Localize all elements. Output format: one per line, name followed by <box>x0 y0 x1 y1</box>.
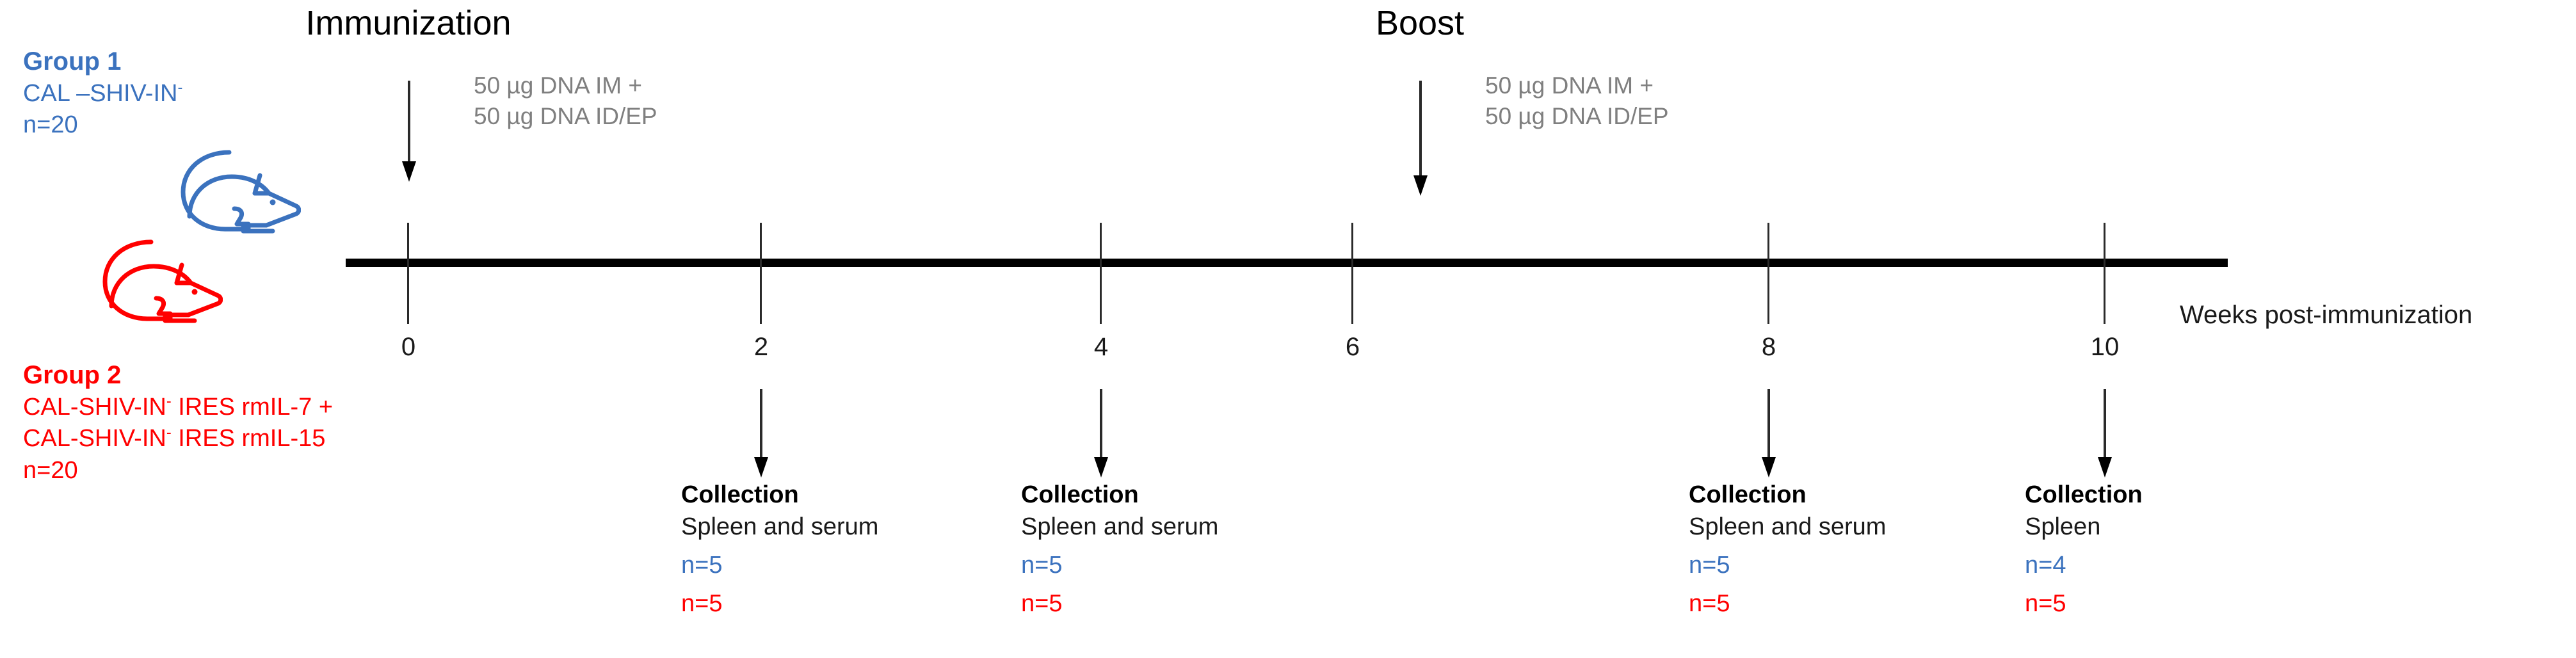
group-2-construct-2-superscript: - <box>166 424 172 441</box>
group-2-construct-1: CAL-SHIV-IN- IRES rmIL-7 + <box>23 392 333 423</box>
mouse-icon-group-1 <box>141 147 302 240</box>
arrow-collection-week-2 <box>753 389 769 482</box>
group-2-legend: Group 2 CAL-SHIV-IN- IRES rmIL-7 + CAL-S… <box>23 358 333 486</box>
arrow-boost <box>1412 81 1429 200</box>
collection-week-2-n-group-2: n=5 <box>681 590 723 618</box>
tick-mark-week-0 <box>407 223 409 324</box>
collection-week-2: Collection Spleen and serum n=5 n=5 <box>681 479 878 620</box>
collection-week-4: Collection Spleen and serum n=5 n=5 <box>1021 479 1218 620</box>
event-note-boost-line-1: 50 µg DNA IM + <box>1485 72 1654 99</box>
arrow-immunization <box>401 81 417 186</box>
collection-week-10-n-group-2: n=5 <box>2025 590 2066 618</box>
event-note-boost: 50 µg DNA IM + 50 µg DNA ID/EP <box>1485 70 1669 132</box>
tick-mark-week-6 <box>1351 223 1353 324</box>
tick-label-week-10: 10 <box>2090 333 2120 361</box>
timeline-axis-bar <box>346 259 2228 267</box>
tick-label-week-8: 8 <box>1761 333 1776 361</box>
collection-week-8-spacer <box>1689 543 1886 549</box>
collection-week-4-spacer <box>1021 543 1218 549</box>
collection-week-10-subtitle: Spleen <box>2025 513 2101 541</box>
collection-week-8-n-group-1: n=5 <box>1689 552 1730 579</box>
tick-label-week-0: 0 <box>401 333 416 361</box>
event-note-immunization-line-2: 50 µg DNA ID/EP <box>474 103 657 130</box>
collection-week-2-spacer <box>681 543 878 549</box>
collection-week-10-spacer-2 <box>2025 581 2143 588</box>
group-1-construct-text: CAL –SHIV-IN <box>23 80 178 107</box>
collection-week-2-spacer-2 <box>681 581 878 588</box>
mouse-icon-group-2 <box>63 237 223 330</box>
collection-week-10-title: Collection <box>2025 481 2143 508</box>
group-1-construct: CAL –SHIV-IN- <box>23 78 182 109</box>
collection-week-4-n-group-2: n=5 <box>1021 590 1063 618</box>
collection-week-4-title: Collection <box>1021 481 1139 508</box>
collection-week-8-title: Collection <box>1689 481 1807 508</box>
event-note-immunization-line-1: 50 µg DNA IM + <box>474 72 642 99</box>
collection-week-2-subtitle: Spleen and serum <box>681 513 879 541</box>
collection-week-10-spacer <box>2025 543 2143 549</box>
collection-week-4-n-group-1: n=5 <box>1021 552 1063 579</box>
collection-week-8-n-group-2: n=5 <box>1689 590 1730 618</box>
tick-mark-week-4 <box>1100 223 1102 324</box>
arrow-collection-week-4 <box>1093 389 1109 482</box>
group-2-title: Group 2 <box>23 361 122 389</box>
group-1-construct-superscript: - <box>177 79 183 96</box>
arrow-collection-week-10 <box>2097 389 2113 482</box>
collection-week-10: Collection Spleen n=4 n=5 <box>2025 479 2143 620</box>
collection-week-8-spacer-2 <box>1689 581 1886 588</box>
group-2-construct-2-text: CAL-SHIV-IN <box>23 425 166 453</box>
axis-caption: Weeks post-immunization <box>2180 301 2473 329</box>
collection-week-2-title: Collection <box>681 481 799 508</box>
collection-week-10-n-group-1: n=4 <box>2025 552 2066 579</box>
collection-week-4-subtitle: Spleen and serum <box>1021 513 1219 541</box>
arrow-collection-week-8 <box>1760 389 1777 482</box>
tick-mark-week-8 <box>1767 223 1769 324</box>
collection-week-2-n-group-1: n=5 <box>681 552 723 579</box>
group-2-n: n=20 <box>23 456 78 484</box>
event-note-boost-line-2: 50 µg DNA ID/EP <box>1485 103 1669 130</box>
tick-mark-week-2 <box>760 223 762 324</box>
collection-week-8: Collection Spleen and serum n=5 n=5 <box>1689 479 1886 620</box>
tick-label-week-2: 2 <box>753 333 769 361</box>
group-2-construct-1-text: CAL-SHIV-IN <box>23 394 166 421</box>
event-title-immunization: Immunization <box>305 4 511 42</box>
group-2-construct-1-superscript: - <box>166 392 172 410</box>
group-1-title: Group 1 <box>23 47 122 76</box>
tick-mark-week-10 <box>2104 223 2105 324</box>
group-2-construct-2: CAL-SHIV-IN- IRES rmIL-15 <box>23 423 333 454</box>
event-title-boost: Boost <box>1375 4 1465 42</box>
group-1-n: n=20 <box>23 111 78 139</box>
group-2-construct-1-tail: IRES rmIL-7 + <box>171 394 334 421</box>
collection-week-4-spacer-2 <box>1021 581 1218 588</box>
collection-week-8-subtitle: Spleen and serum <box>1689 513 1887 541</box>
tick-label-week-4: 4 <box>1093 333 1109 361</box>
event-note-immunization: 50 µg DNA IM + 50 µg DNA ID/EP <box>474 70 657 132</box>
group-1-legend: Group 1 CAL –SHIV-IN- n=20 <box>23 45 182 141</box>
group-2-construct-2-tail: IRES rmIL-15 <box>171 425 326 453</box>
tick-label-week-6: 6 <box>1345 333 1360 361</box>
